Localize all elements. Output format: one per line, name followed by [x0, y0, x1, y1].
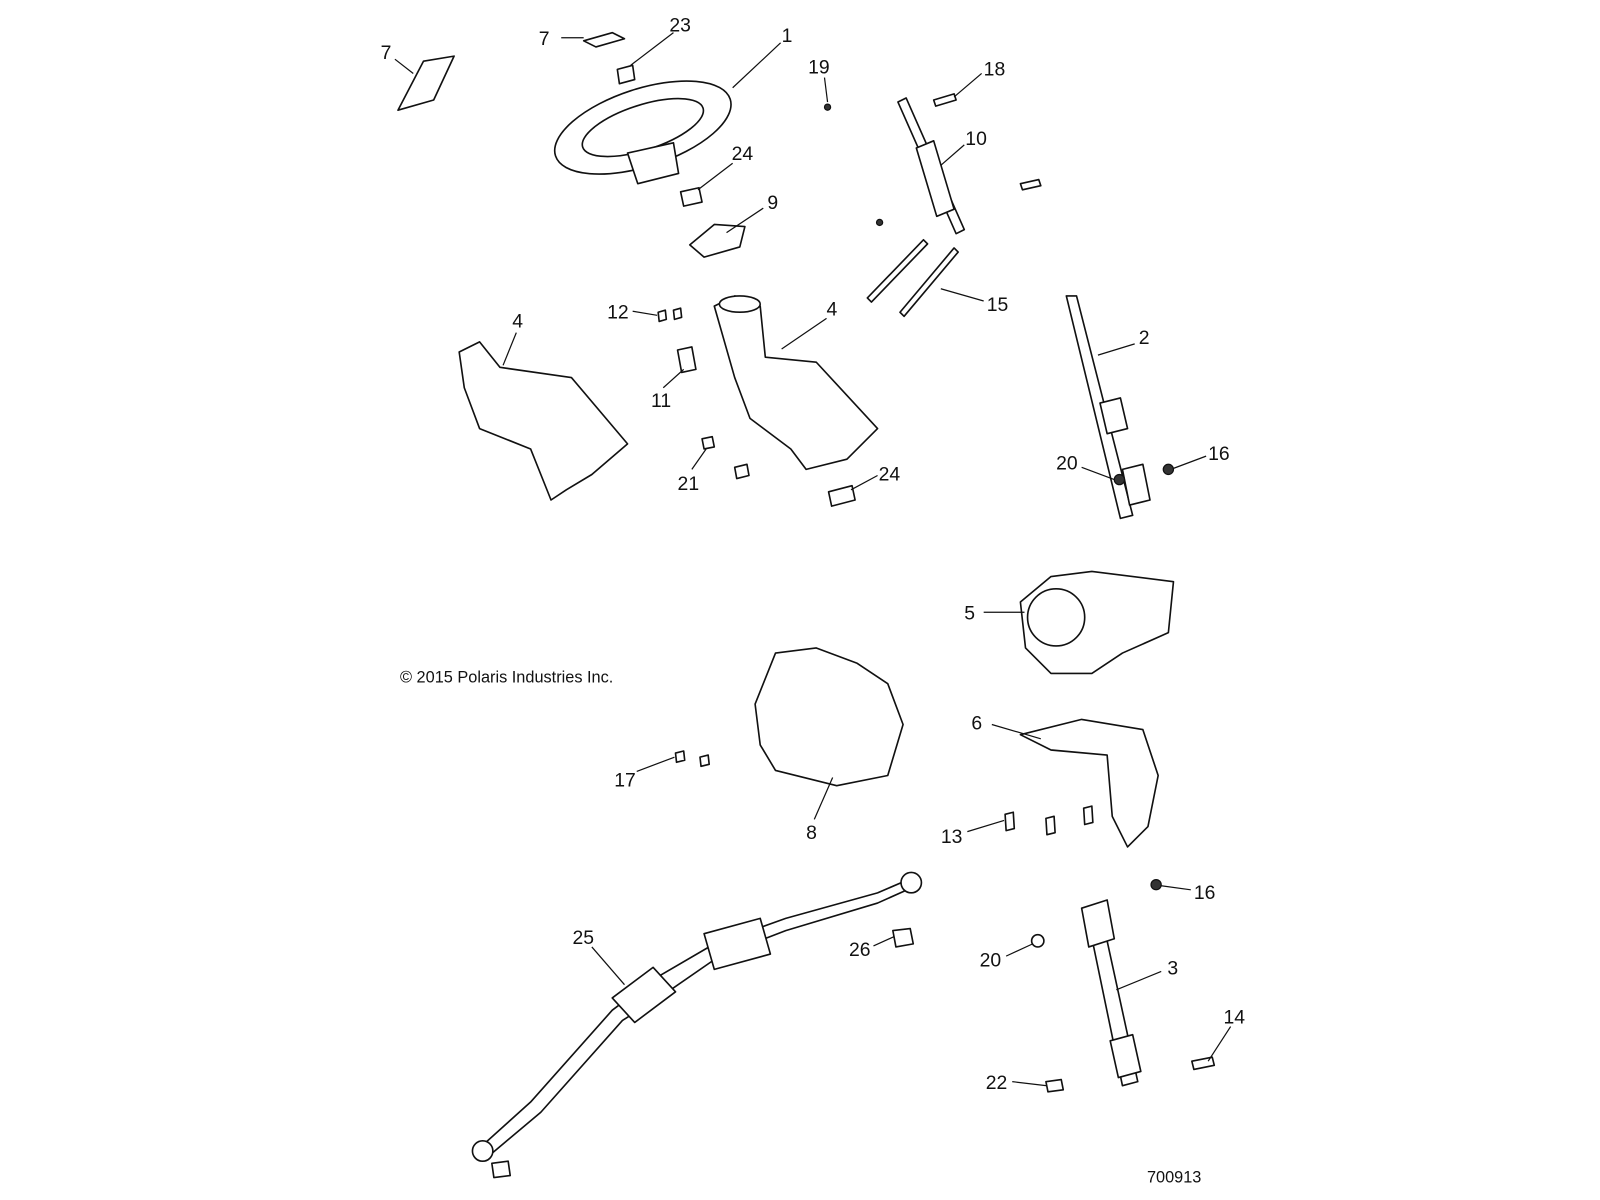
bolt [1019, 178, 1042, 191]
part-15-bolt-b [899, 247, 959, 318]
steering-hub [626, 142, 680, 185]
part-26-nut [892, 927, 915, 948]
part-2-upper-shaft [1065, 295, 1134, 520]
part-18-bolt [932, 93, 957, 107]
part-23-cap [616, 64, 636, 85]
part-9-switch [688, 223, 746, 258]
part-2-ujoint [1099, 397, 1151, 506]
part-15-bolt-a [866, 238, 929, 303]
callout-15: 15 [987, 294, 1009, 316]
callouts: 7 7 23 1 19 18 10 24 9 12 4 4 15 2 11 21… [381, 15, 1246, 1094]
part-6-bracket [1019, 718, 1159, 848]
callout-16: 16 [1208, 443, 1230, 465]
callout-20: 20 [1056, 452, 1078, 474]
callout-18: 18 [984, 59, 1006, 81]
part-14-bolt [1191, 1056, 1216, 1071]
callout-5: 5 [964, 602, 975, 624]
part-4-bracket-left [458, 341, 629, 501]
part-13-bolts [1004, 805, 1094, 836]
callout-4: 4 [512, 311, 523, 333]
part-4-bracket-right [713, 295, 879, 471]
nut [733, 463, 750, 480]
callout-14: 14 [1223, 1006, 1245, 1028]
part-24-bushing [679, 186, 703, 207]
part-10-strut-body [915, 140, 955, 218]
part-16-bolt-lower [1150, 878, 1162, 891]
callout-24: 24 [879, 464, 901, 486]
callout-26: 26 [849, 939, 871, 961]
part-3-ujoint [1080, 899, 1142, 1079]
figure-number: 700913 [1147, 1169, 1201, 1187]
eps-motor-cap [1026, 587, 1086, 647]
callout-4: 4 [827, 298, 838, 320]
callout-12: 12 [607, 301, 629, 323]
callout-3: 3 [1167, 957, 1178, 979]
part-20-nut [1113, 473, 1126, 486]
callout-23: 23 [669, 15, 691, 37]
part-7-cover-left [397, 55, 455, 112]
callout-17: 17 [614, 770, 636, 792]
callout-8: 8 [806, 822, 817, 844]
callout-24: 24 [732, 143, 754, 165]
callout-7: 7 [539, 28, 550, 50]
part-7-cover-top [582, 31, 626, 48]
callout-1: 1 [782, 25, 793, 47]
callout-2: 2 [1139, 327, 1150, 349]
parts [397, 31, 1216, 1179]
part-25-steering-rack [478, 876, 918, 1156]
tie-rod-end-left [471, 1140, 494, 1163]
part-16-bolt [1162, 463, 1175, 476]
part-21-nut [701, 435, 716, 450]
part-11-sensor [676, 346, 697, 374]
part-24-bushing-lower [827, 484, 856, 507]
part-19-nut [823, 103, 832, 111]
copyright-notice: © 2015 Polaris Industries Inc. [400, 669, 613, 687]
tie-rod-end-right [900, 871, 923, 894]
part-12-clips [657, 307, 683, 323]
nut [491, 1160, 512, 1179]
callout-25: 25 [572, 927, 594, 949]
leader-lines [394, 32, 1232, 1087]
callout-7: 7 [381, 42, 392, 64]
part-22-bolt [1045, 1078, 1065, 1093]
column-top [718, 295, 762, 314]
part-20-nut-lower [1030, 933, 1045, 948]
callout-16: 16 [1194, 882, 1216, 904]
callout-11: 11 [651, 390, 671, 412]
callout-22: 22 [986, 1072, 1008, 1094]
callout-20: 20 [980, 949, 1002, 971]
part-17-screws [674, 750, 711, 768]
nut [875, 218, 884, 227]
rack-boot-right [703, 917, 772, 971]
callout-13: 13 [941, 826, 963, 848]
callout-19: 19 [808, 56, 830, 78]
rack-boot-left [611, 966, 677, 1024]
part-8-cover [754, 647, 904, 787]
callout-21: 21 [678, 473, 700, 495]
callout-6: 6 [971, 713, 982, 735]
callout-9: 9 [767, 192, 778, 214]
callout-10: 10 [965, 128, 987, 150]
